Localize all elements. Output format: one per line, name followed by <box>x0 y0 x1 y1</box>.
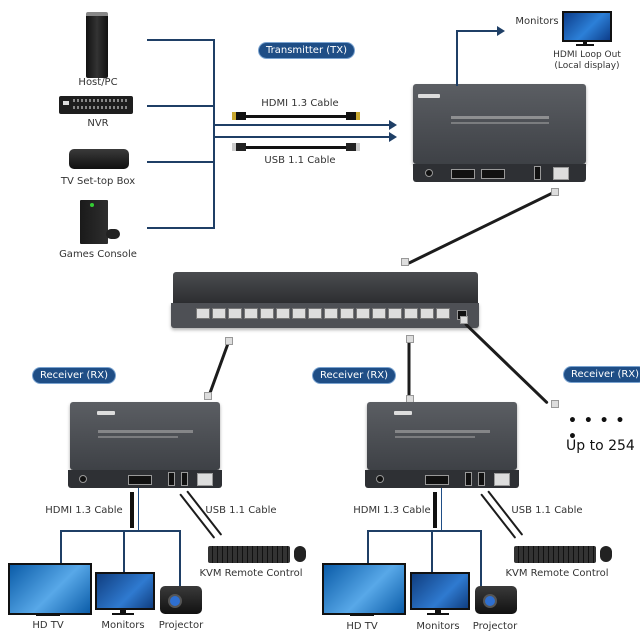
hdmi-loop-port <box>481 169 505 179</box>
usb-cable-label: USB 1.1 Cable <box>264 155 336 166</box>
set-top-box-icon <box>69 149 129 169</box>
hdmi-in-port <box>451 169 475 179</box>
kvm-label: KVM Remote Control <box>199 568 303 579</box>
loop-out-line-vertical <box>456 30 458 86</box>
receiver-badge: Receiver (RX) <box>563 366 640 383</box>
hdmi-cable-label: HDMI 1.3 Cable <box>261 98 339 109</box>
source-label: NVR <box>87 118 109 129</box>
switch-port <box>212 308 226 319</box>
switch-port <box>292 308 306 319</box>
switch-port <box>372 308 386 319</box>
switch-port <box>244 308 258 319</box>
source-bus-vertical <box>213 39 215 229</box>
loop-out-label: HDMI Loop Out <box>553 50 621 60</box>
loop-out-line-horizontal <box>456 30 498 32</box>
usb-cable-label: USB 1.1 Cable <box>511 505 583 516</box>
usb-cable-icon <box>480 493 517 539</box>
switch-port <box>388 308 402 319</box>
usb-cable-icon <box>232 143 360 151</box>
mouse-icon <box>600 546 612 562</box>
display-label: HD TV <box>346 621 378 632</box>
arrow-head-icon <box>389 132 397 142</box>
arrow-head-icon <box>497 26 505 36</box>
display-label: Projector <box>472 621 518 632</box>
hd-tv-icon <box>322 563 406 615</box>
receiver-limit-label: Up to 254 <box>566 438 635 454</box>
source-connector <box>147 39 214 41</box>
mouse-icon <box>294 546 306 562</box>
controller-icon <box>106 229 120 239</box>
switch-port <box>340 308 354 319</box>
transmitter-badge: Transmitter (TX) <box>258 42 355 59</box>
more-dots: • • • • • <box>568 413 626 445</box>
ethernet-cable <box>207 342 230 397</box>
display-label: HD TV <box>32 620 64 631</box>
usb-arrow-line <box>214 136 390 138</box>
display-label: Monitors <box>101 620 145 631</box>
switch-port <box>308 308 322 319</box>
switch-port <box>420 308 434 319</box>
monitor-icon <box>95 572 155 610</box>
switch-port <box>404 308 418 319</box>
monitor-icon <box>562 11 612 42</box>
display-label: Monitors <box>416 621 460 632</box>
ethernet-cable <box>463 322 549 405</box>
switch-port <box>276 308 290 319</box>
hdmi-cable-label: HDMI 1.3 Cable <box>45 505 123 516</box>
switch-port <box>260 308 274 319</box>
kvm-label: KVM Remote Control <box>505 568 609 579</box>
usb-cable-label: USB 1.1 Cable <box>205 505 277 516</box>
switch-port <box>228 308 242 319</box>
keyboard-icon <box>514 546 596 563</box>
source-label: TV Set-top Box <box>60 176 136 187</box>
projector-icon <box>475 586 517 614</box>
source-label: Host/PC <box>78 77 118 88</box>
hdmi-cable-icon <box>130 492 134 528</box>
switch-port <box>436 308 450 319</box>
loop-out-sublabel: (Local display) <box>554 61 620 71</box>
ethernet-cable <box>407 189 557 265</box>
source-connector <box>147 105 214 107</box>
projector-icon <box>160 586 202 614</box>
rj45-port <box>553 167 569 180</box>
keyboard-icon <box>208 546 290 563</box>
loop-out-target-label: Monitors <box>515 16 559 27</box>
hdmi-cable-label: HDMI 1.3 Cable <box>353 505 431 516</box>
hdmi-cable-icon <box>433 492 437 528</box>
switch-port <box>196 308 210 319</box>
hd-tv-icon <box>8 563 92 615</box>
display-label: Projector <box>158 620 204 631</box>
source-connector <box>147 161 214 163</box>
receiver-badge: Receiver (RX) <box>312 367 397 384</box>
desktop-pc-icon <box>86 12 108 78</box>
switch-port <box>356 308 370 319</box>
source-label: Games Console <box>59 249 137 260</box>
game-console-icon <box>80 200 108 244</box>
dc-power-port <box>425 169 433 177</box>
usb-cable-icon <box>179 493 216 539</box>
hdmi-cable-icon <box>232 112 360 120</box>
switch-port <box>324 308 338 319</box>
nvr-icon <box>59 96 133 114</box>
ethernet-cable <box>407 341 411 397</box>
arrow-head-icon <box>389 120 397 130</box>
source-connector <box>147 227 214 229</box>
monitor-icon <box>410 572 470 610</box>
receiver-badge: Receiver (RX) <box>32 367 117 384</box>
usb-port <box>534 166 541 180</box>
hdmi-arrow-line <box>214 124 390 126</box>
switch-port-row <box>195 308 451 319</box>
